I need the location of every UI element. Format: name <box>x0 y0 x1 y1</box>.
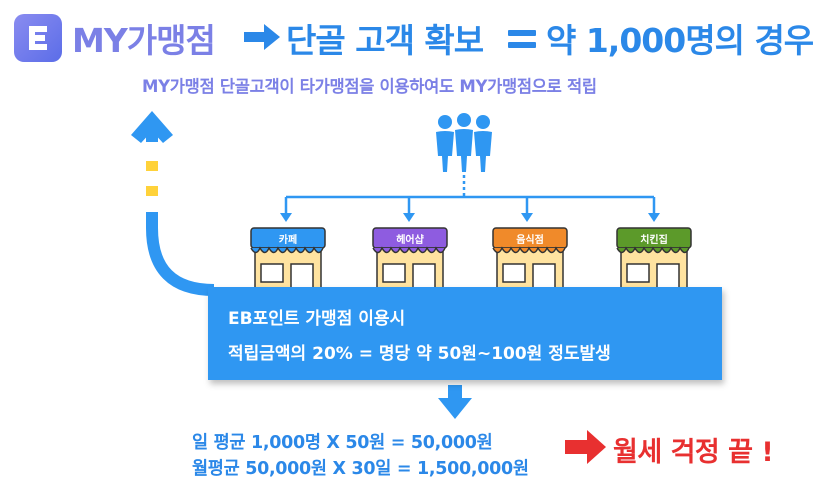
right-arrow-icon <box>244 24 280 50</box>
eb-logo <box>14 14 62 62</box>
eb-logo-icon <box>29 26 47 50</box>
monthly-calculation: 월평균 50,000원 X 30일 = 1,500,000원 <box>192 459 529 479</box>
brand-title: MY가맹점 <box>72 21 216 60</box>
yellow-dash <box>146 161 158 171</box>
shop-label: 헤어샵 <box>396 235 424 246</box>
yellow-dash <box>146 186 158 196</box>
shop-label: 치킨집 <box>640 235 668 246</box>
subtitle: MY가맹점 단골고객이 타가맹점을 이용하여도 MY가맹점으로 적립 <box>142 77 597 96</box>
customers-icon <box>436 113 492 172</box>
down-arrow-icon <box>438 385 472 419</box>
daily-calculation: 일 평균 1,000명 X 50원 = 50,000원 <box>192 433 493 453</box>
result-title: 단골 고객 확보 <box>286 21 484 60</box>
info-line-2: 적립금액의 20% = 명당 약 50원~100원 정도발생 <box>228 344 611 364</box>
case-title: 약 1,000명의 경우 <box>546 21 814 60</box>
shop-label: 카페 <box>278 235 298 246</box>
conclusion-text: 월세 걱정 끝 ! <box>613 437 774 468</box>
red-arrow-icon <box>565 430 606 464</box>
info-box <box>208 287 722 380</box>
equals-icon <box>508 30 536 48</box>
info-line-1: EB포인트 가맹점 이용시 <box>228 309 406 329</box>
shop-label: 음식점 <box>516 235 544 246</box>
